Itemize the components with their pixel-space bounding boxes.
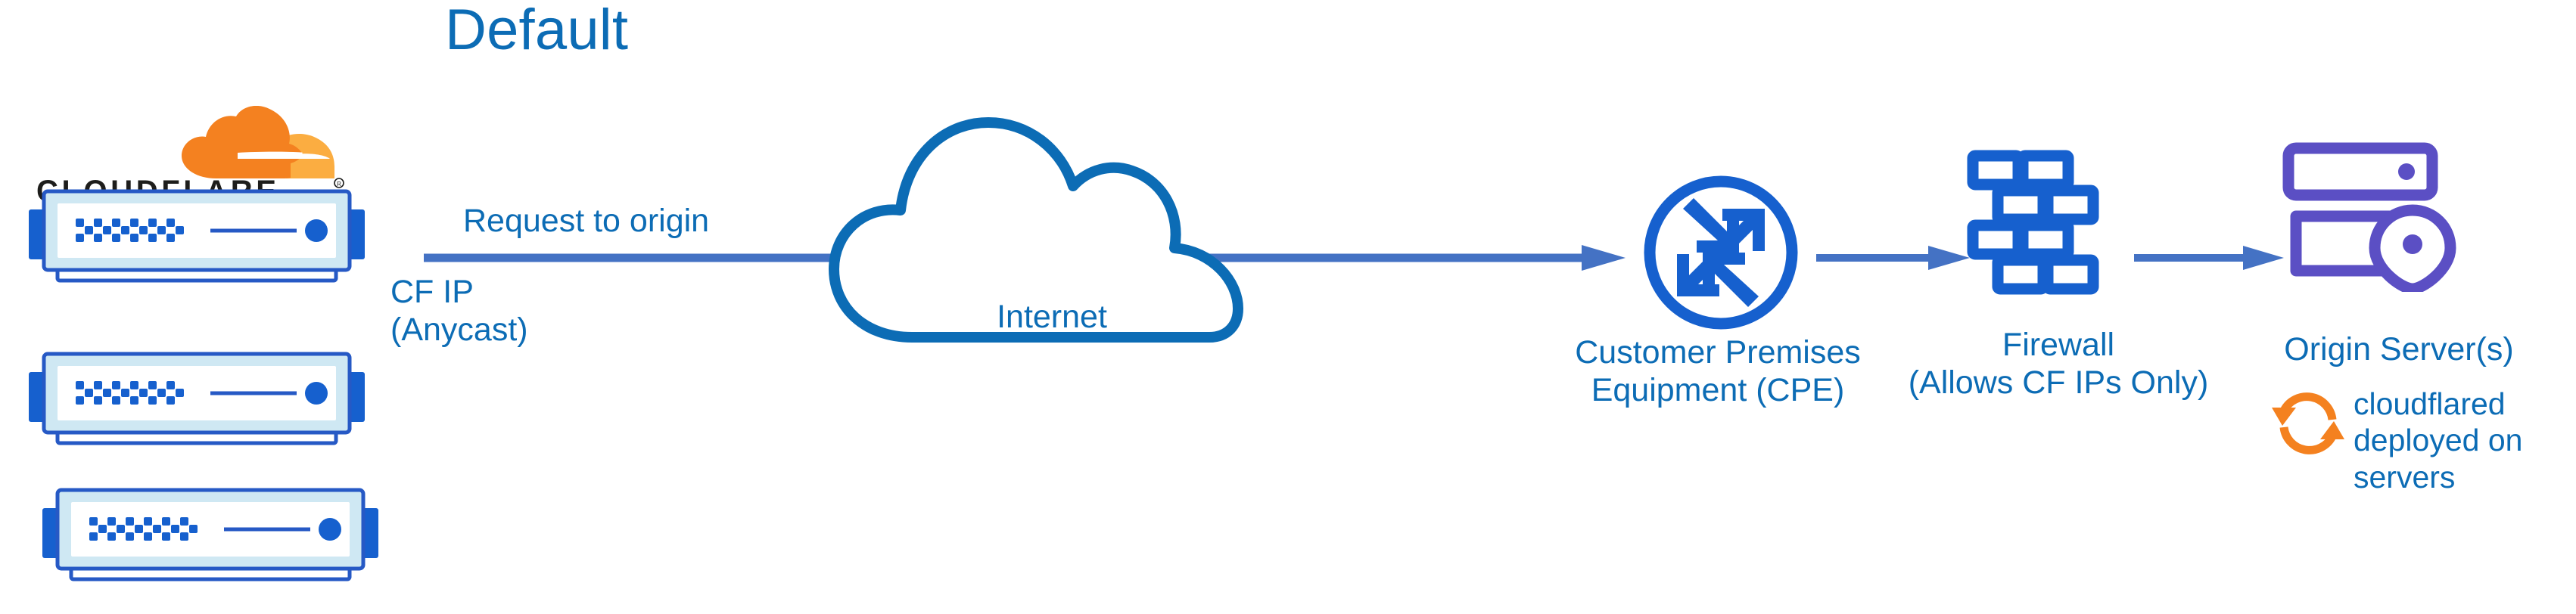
network-switch-icon bbox=[42, 488, 378, 581]
cloud-icon bbox=[829, 117, 1243, 343]
network-switch-icon bbox=[29, 189, 365, 283]
svg-text:R: R bbox=[337, 181, 341, 188]
network-switch-icon bbox=[29, 352, 365, 445]
cloudflare-cloud-mark-icon bbox=[182, 106, 334, 178]
node-label-origin-server: Origin Server(s) bbox=[2284, 331, 2514, 367]
cloudflared-annotation-label: cloudflared deployed on servers bbox=[2354, 386, 2523, 495]
cloudflare-logo: CLOUDFLARE R bbox=[36, 106, 347, 208]
arrow-right-icon bbox=[1816, 246, 1970, 270]
node-label-firewall: Firewall (Allows CF IPs Only) bbox=[1908, 327, 2209, 401]
page-title: Default bbox=[445, 0, 629, 62]
router-icon bbox=[1644, 175, 1798, 330]
server-rack-location-pin-icon bbox=[2282, 142, 2456, 292]
request-to-origin-label: Request to origin bbox=[463, 203, 710, 239]
brick-wall-icon bbox=[1967, 150, 2099, 295]
arrow-right-icon bbox=[2134, 246, 2284, 270]
node-label-cpe: Customer Premises Equipment (CPE) bbox=[1575, 334, 1861, 408]
node-label-internet: Internet bbox=[997, 299, 1107, 335]
cf-ip-anycast-label: CF IP (Anycast) bbox=[390, 274, 528, 348]
sync-refresh-icon bbox=[2272, 392, 2344, 454]
